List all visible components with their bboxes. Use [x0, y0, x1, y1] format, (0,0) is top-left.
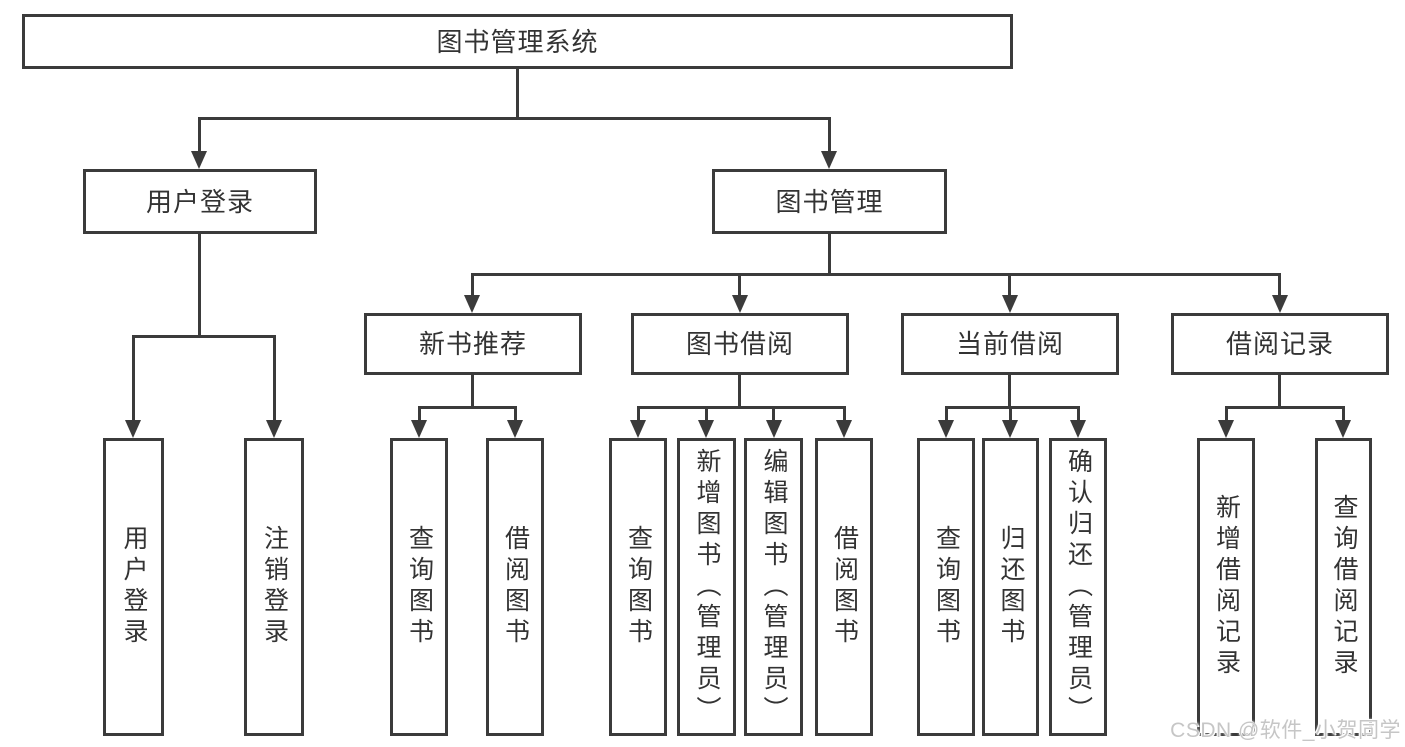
node-book-borrowing: 图书借阅: [631, 313, 849, 375]
arrowhead-book-management-icon: [821, 151, 837, 169]
leaf-borrow-books-borrowing: 借阅图书: [815, 438, 873, 736]
arrowhead-bb-add-icon: [698, 420, 714, 438]
connector-arrow-br-query-stem: [1342, 406, 1345, 423]
arrowhead-nb-borrow-icon: [507, 420, 523, 438]
leaf-add-book-admin: 新增图书（管理员）: [677, 438, 736, 736]
node-user-login: 用户登录: [83, 169, 317, 234]
leaf-borrow-books-recommend: 借阅图书: [486, 438, 544, 736]
arrowhead-leaf-logout-icon: [266, 420, 282, 438]
connector-arrow-book-management-stem: [828, 117, 831, 153]
leaf-return-book: 归还图书: [982, 438, 1039, 736]
connector-arrow-bb-add-stem: [705, 406, 708, 423]
connector-level2-branch: [198, 117, 831, 120]
leaf-query-books-recommend: 查询图书: [390, 438, 448, 736]
connector-arrow-bb-edit-stem: [772, 406, 775, 423]
node-borrowing-records: 借阅记录: [1171, 313, 1389, 375]
connector-arrow-br-add-stem: [1225, 406, 1228, 423]
arrowhead-br-add-icon: [1218, 420, 1234, 438]
node-root-library-system: 图书管理系统: [22, 14, 1013, 69]
arrowhead-bb-borrow-icon: [836, 420, 852, 438]
connector-arrow-bb-borrow-stem: [843, 406, 846, 423]
connector-level3-branch: [471, 273, 1281, 276]
connector-arrow-cb-query-stem: [945, 406, 948, 423]
connector-arrow-nb-query-stem: [418, 406, 421, 423]
connector-arrow-bb-query-stem: [637, 406, 640, 423]
connector-arrow-new-book-stem: [471, 273, 474, 297]
arrowhead-bb-query-icon: [630, 420, 646, 438]
node-new-book-recommendation: 新书推荐: [364, 313, 582, 375]
arrowhead-nb-query-icon: [411, 420, 427, 438]
arrowhead-new-book-icon: [464, 295, 480, 313]
connector-user-login-branch: [132, 335, 276, 338]
connector-borrowing-records-stem: [1278, 375, 1281, 406]
connector-current-borrowing-stem: [1008, 375, 1011, 406]
leaf-user-login: 用户登录: [103, 438, 164, 736]
connector-arrow-borrowing-records-stem: [1278, 273, 1281, 297]
node-book-management: 图书管理: [712, 169, 947, 234]
leaf-query-books-current: 查询图书: [917, 438, 975, 736]
connector-arrow-cb-confirm-stem: [1077, 406, 1080, 423]
arrowhead-current-borrowing-icon: [1002, 295, 1018, 313]
node-current-borrowing: 当前借阅: [901, 313, 1119, 375]
connector-user-login-stem: [198, 234, 201, 335]
connector-new-book-stem: [471, 375, 474, 406]
arrowhead-cb-query-icon: [938, 420, 954, 438]
leaf-add-borrow-record: 新增借阅记录: [1197, 438, 1255, 736]
arrowhead-cb-return-icon: [1002, 420, 1018, 438]
arrowhead-br-query-icon: [1335, 420, 1351, 438]
connector-arrow-current-borrowing-stem: [1008, 273, 1011, 297]
connector-book-borrowing-branch: [637, 406, 846, 409]
arrowhead-user-login-icon: [191, 151, 207, 169]
leaf-query-books-borrowing: 查询图书: [609, 438, 667, 736]
leaf-query-borrow-record: 查询借阅记录: [1315, 438, 1372, 736]
connector-arrow-leaf-logout-stem: [273, 335, 276, 422]
csdn-watermark: CSDN @软件_小贺同学: [1170, 719, 1401, 742]
arrowhead-borrowing-records-icon: [1272, 295, 1288, 313]
connector-root-stem: [516, 69, 519, 117]
arrowhead-bb-edit-icon: [766, 420, 782, 438]
leaf-edit-book-admin: 编辑图书（管理员）: [744, 438, 803, 736]
connector-arrow-leaf-login-stem: [132, 335, 135, 422]
connector-book-management-stem: [828, 234, 831, 273]
leaf-logout: 注销登录: [244, 438, 304, 736]
connector-current-borrowing-branch: [945, 406, 1080, 409]
leaf-confirm-return-admin: 确认归还（管理员）: [1049, 438, 1107, 736]
connector-book-borrowing-stem: [738, 375, 741, 406]
connector-arrow-nb-borrow-stem: [514, 406, 517, 423]
connector-new-book-branch: [418, 406, 517, 409]
connector-arrow-user-login-stem: [198, 117, 201, 153]
connector-arrow-cb-return-stem: [1009, 406, 1012, 423]
arrowhead-book-borrowing-icon: [732, 295, 748, 313]
connector-borrowing-records-branch: [1225, 406, 1345, 409]
connector-arrow-book-borrowing-stem: [738, 273, 741, 297]
arrowhead-leaf-login-icon: [125, 420, 141, 438]
arrowhead-cb-confirm-icon: [1070, 420, 1086, 438]
